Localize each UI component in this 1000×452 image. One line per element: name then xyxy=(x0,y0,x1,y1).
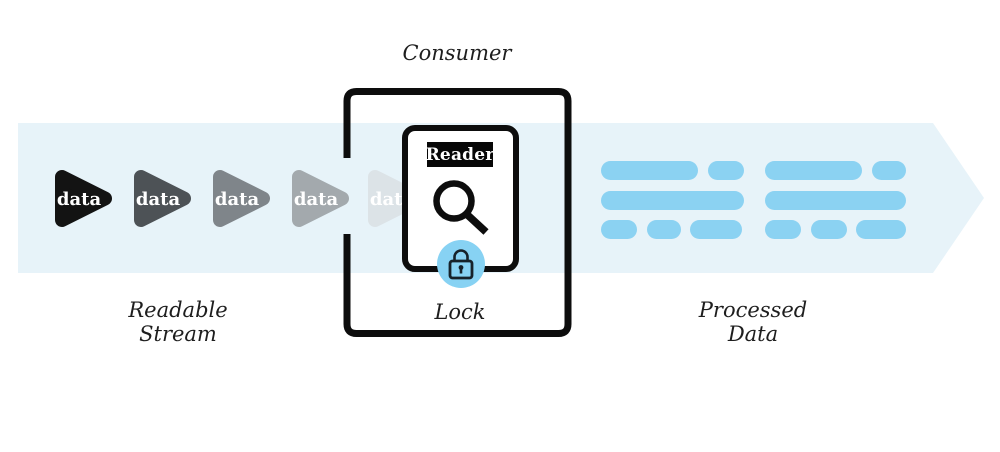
pill-row xyxy=(765,190,906,210)
readable-stream-line1: Readable xyxy=(128,298,228,322)
data-pill xyxy=(871,161,906,180)
lock-badge xyxy=(437,240,485,288)
data-chunk: data xyxy=(55,170,112,227)
data-pill xyxy=(856,220,906,239)
data-chunk: data xyxy=(134,170,191,227)
pill-row xyxy=(601,161,744,180)
search-icon xyxy=(433,180,489,235)
processed-data-label: Processed Data xyxy=(673,298,833,346)
pill-row xyxy=(765,220,906,239)
readable-stream-line2: Stream xyxy=(139,321,217,346)
processed-data-line1: Processed xyxy=(698,298,808,322)
data-chunk: data xyxy=(292,170,349,227)
data-pill xyxy=(810,220,847,239)
pill-row xyxy=(601,190,744,210)
data-pill xyxy=(646,220,681,239)
data-chunk-label: data xyxy=(294,189,339,210)
pill-row xyxy=(601,220,744,239)
data-pill xyxy=(765,161,862,180)
pill-row xyxy=(765,161,906,180)
readable-stream-label: Readable Stream xyxy=(98,298,258,346)
lock-badge-circle xyxy=(437,240,485,288)
processed-data-line2: Data xyxy=(727,321,779,346)
processed-data-group xyxy=(765,161,906,239)
data-chunk-label: data xyxy=(57,189,102,210)
data-chunk-label: data xyxy=(136,189,181,210)
data-pill xyxy=(707,161,744,180)
data-pill xyxy=(601,161,698,180)
data-pill xyxy=(601,220,637,239)
data-pill xyxy=(690,220,742,239)
processed-data-group xyxy=(601,161,744,239)
lock-label: Lock xyxy=(434,300,486,324)
data-chunk-label: data xyxy=(215,189,260,210)
data-chunk: data xyxy=(213,170,270,227)
data-pill xyxy=(601,190,744,210)
data-pill xyxy=(765,220,801,239)
reader-badge: Reader xyxy=(426,142,494,167)
data-pill xyxy=(765,190,906,210)
consumer-label: Consumer xyxy=(402,41,512,65)
